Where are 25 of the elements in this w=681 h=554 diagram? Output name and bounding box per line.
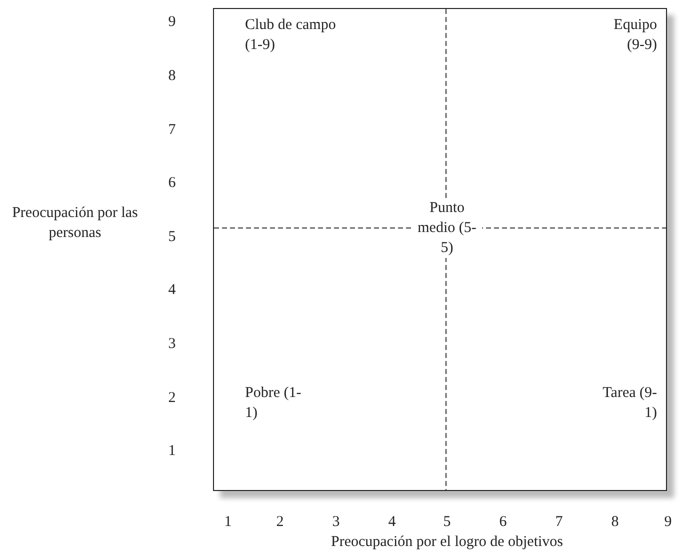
axis-tick-label: 7: [554, 513, 564, 532]
axis-tick-label: 7: [167, 121, 177, 140]
axis-tick-label: 5: [442, 513, 452, 532]
axis-tick-label: 3: [167, 335, 177, 354]
axis-tick-label: 2: [275, 513, 285, 532]
axis-tick-label: 8: [610, 513, 620, 532]
quadrant-label: Punto medio (5-5): [412, 198, 482, 258]
axis-tick-label: 9: [167, 13, 177, 32]
axis-title: Preocupación por el logro de objetivos: [330, 533, 564, 552]
axis-tick-label: 2: [167, 389, 177, 408]
axis-tick-label: 4: [167, 281, 177, 300]
axis-tick-label: 8: [167, 67, 177, 86]
axis-tick-label: 6: [167, 174, 177, 193]
axis-tick-label: 3: [331, 513, 341, 532]
axis-tick-label: 4: [387, 513, 397, 532]
quadrant-label: Equipo (9-9): [612, 16, 657, 55]
axis-tick-label: 9: [663, 513, 673, 532]
quadrant-label: Tarea (9-1): [602, 384, 657, 423]
axis-tick-label: 6: [498, 513, 508, 532]
axis-tick-label: 5: [167, 228, 177, 247]
axis-tick-label: 1: [223, 513, 233, 532]
axis-title: Preocupación por las personas: [11, 204, 139, 243]
quadrant-label: Pobre (1-1): [245, 384, 302, 423]
axis-tick-label: 1: [167, 442, 177, 461]
quadrant-label: Club de campo (1-9): [245, 16, 337, 55]
